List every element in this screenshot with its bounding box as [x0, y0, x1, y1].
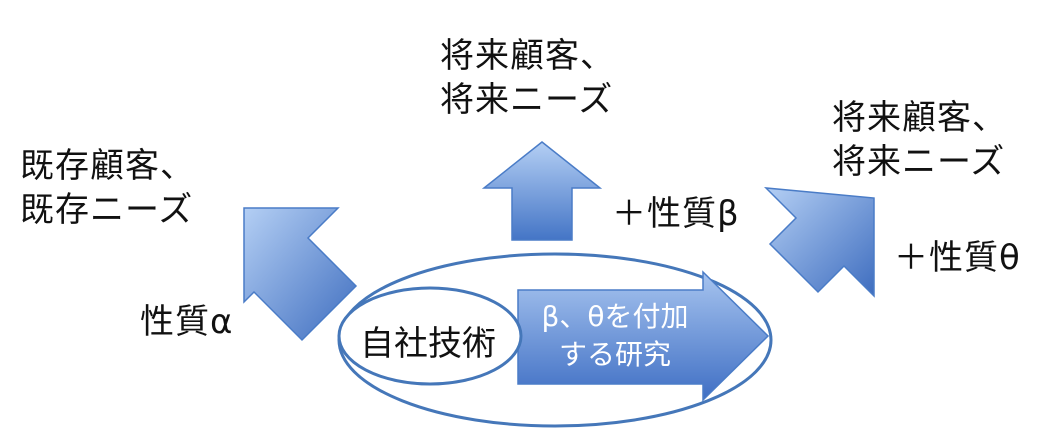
label-future-center-line1: 将来顧客、: [440, 36, 615, 76]
label-future-right: 将来顧客、 将来ニーズ: [832, 96, 1007, 184]
label-research-line1: β、θを付加: [541, 300, 689, 333]
label-property-beta: ＋性質β: [612, 194, 740, 234]
arrow-up-left: [243, 207, 358, 342]
label-future-center: 将来顧客、 将来ニーズ: [440, 34, 615, 122]
research-arrow: [517, 270, 770, 402]
label-existing-line1: 既存顧客、: [20, 146, 195, 186]
arrow-up: [481, 141, 603, 241]
label-existing-line2: 既存ニーズ: [20, 190, 194, 230]
label-core-tech: 自社技術: [360, 324, 496, 364]
label-future-right-line1: 将来顧客、: [832, 98, 1007, 138]
label-future-right-line2: 将来ニーズ: [832, 142, 1006, 182]
label-property-theta: ＋性質θ: [894, 238, 1021, 278]
label-future-center-line2: 将来ニーズ: [440, 80, 614, 120]
label-property-alpha: 性質α: [140, 302, 234, 342]
label-research-line2: する研究: [558, 338, 671, 371]
arrow-up-right: [764, 187, 875, 298]
label-existing: 既存顧客、 既存ニーズ: [20, 144, 195, 232]
core-tech-ellipse: [337, 286, 523, 386]
label-research: β、θを付加 する研究: [524, 298, 706, 374]
